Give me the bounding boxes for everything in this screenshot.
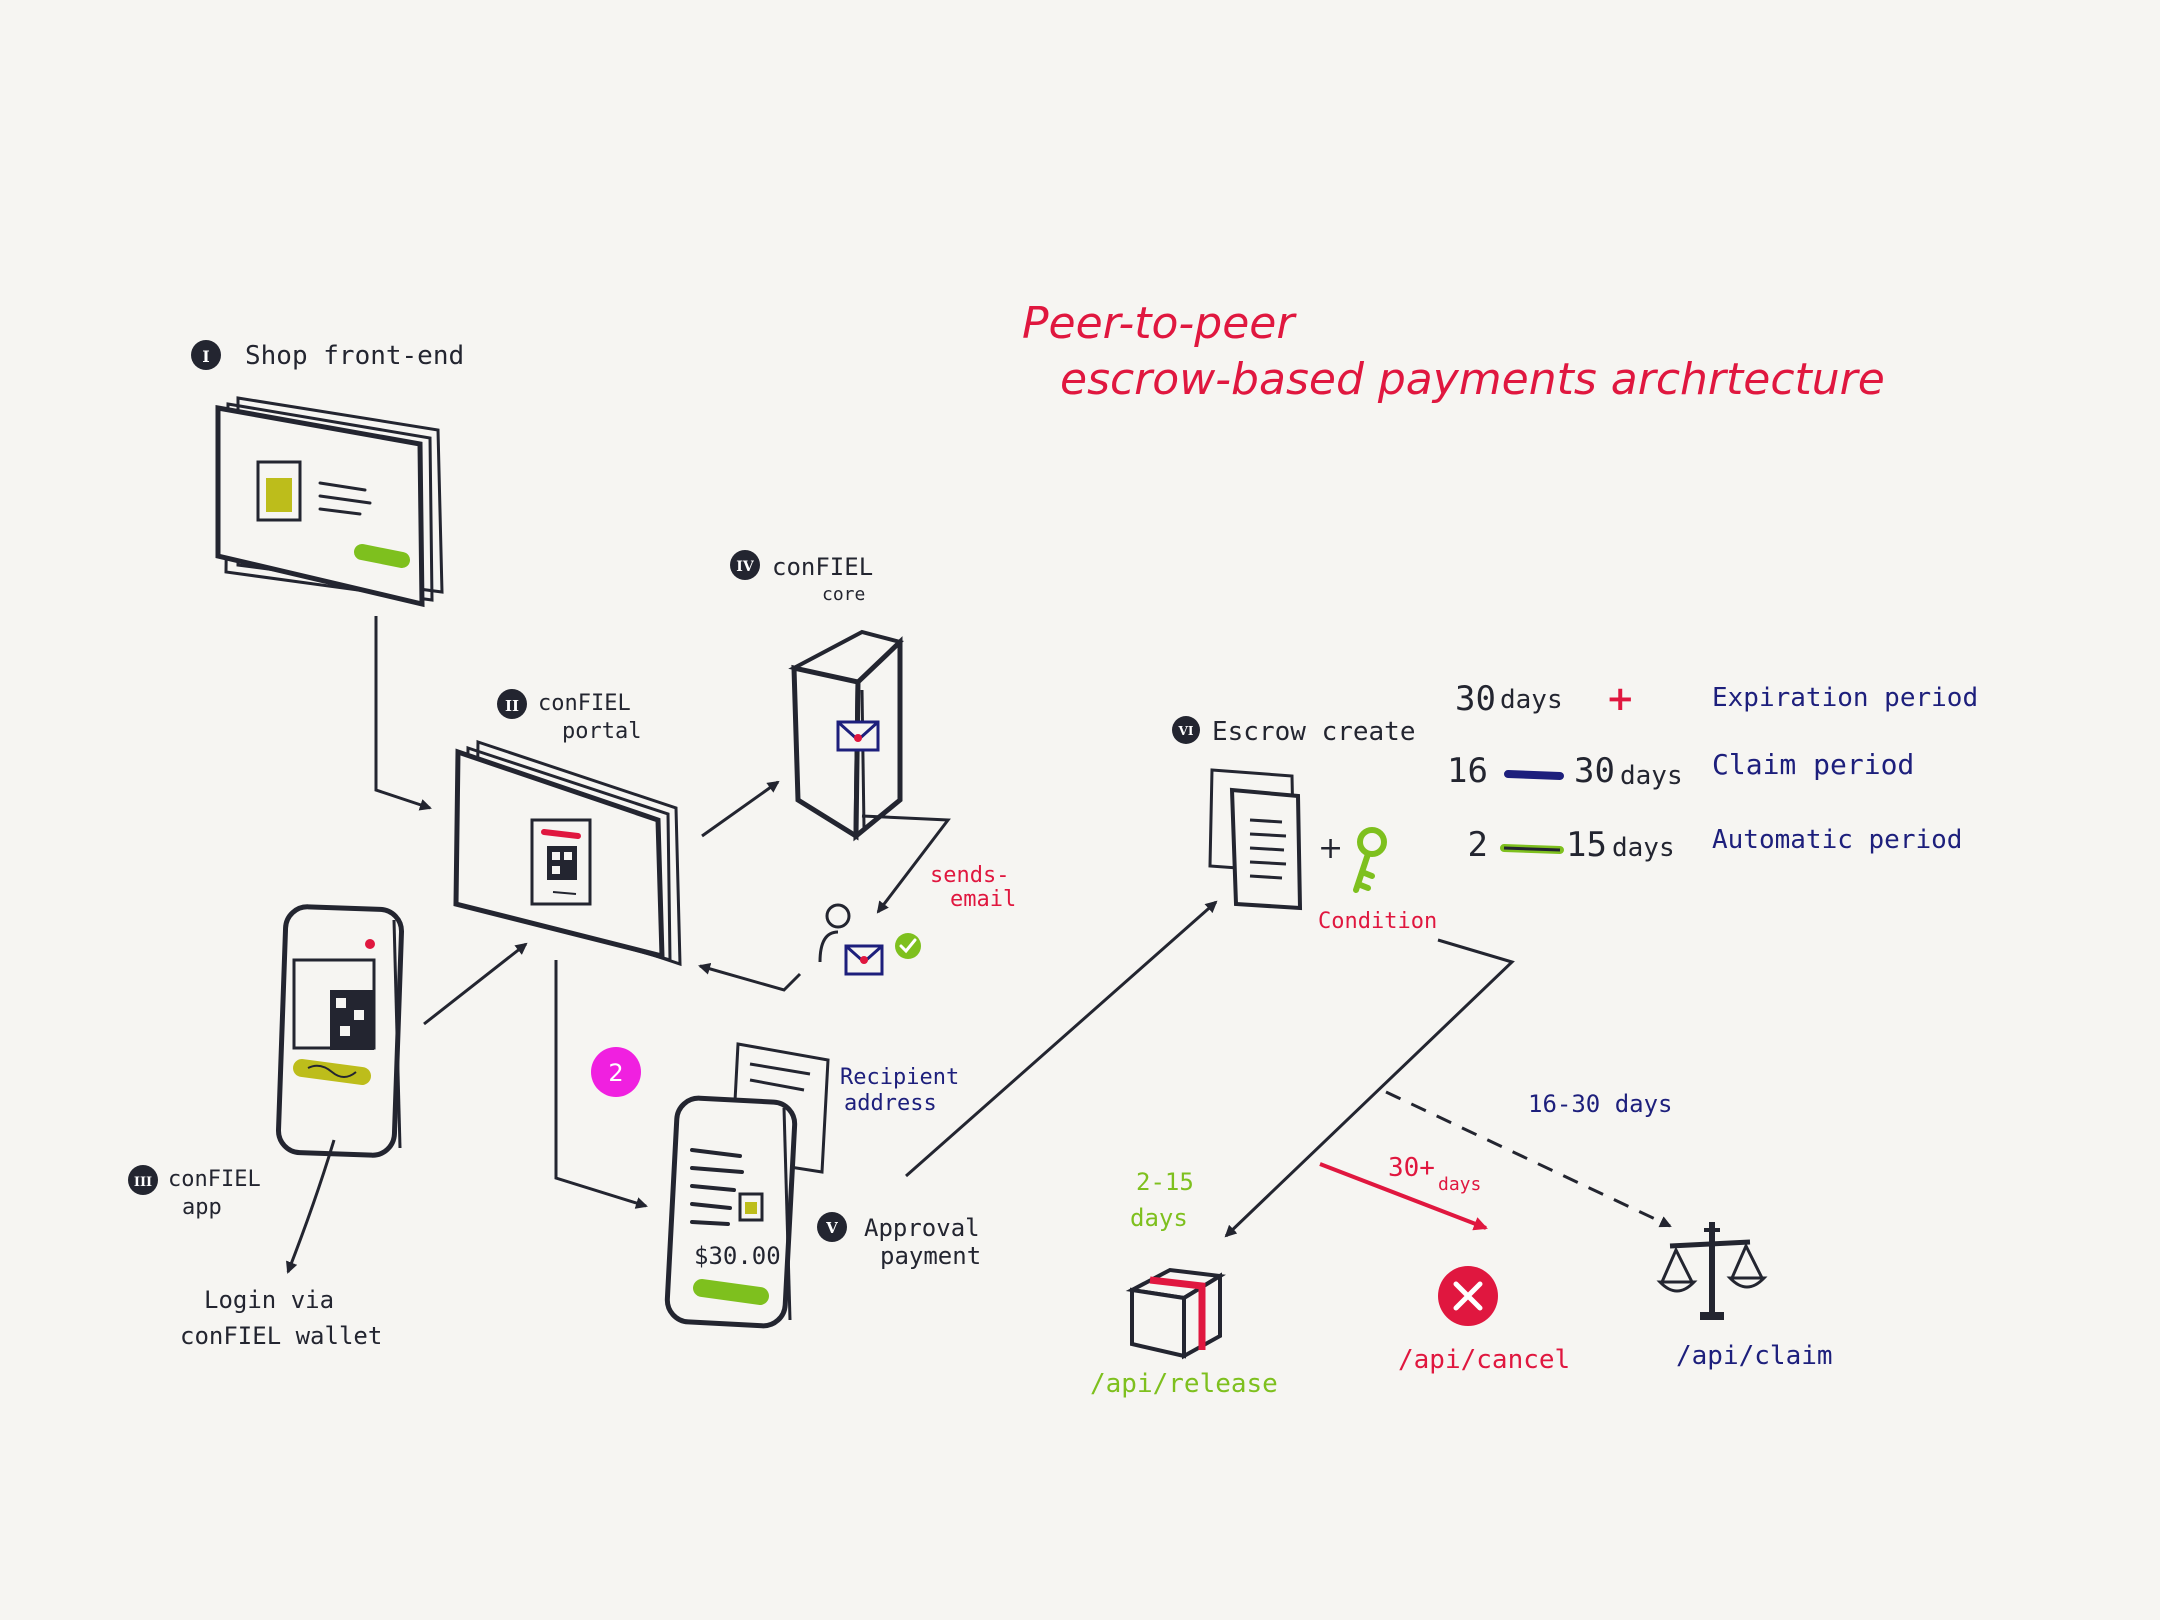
login-note-line-1: Login via (204, 1286, 334, 1314)
arrow-payment-to-escrow (905, 900, 1218, 1178)
legend-automatic-label: Automatic period (1712, 825, 1962, 855)
legend-claim-from: 16 (1447, 751, 1488, 791)
payment-phone-icon: $30.00 (664, 1095, 798, 1329)
browser-window-icon (215, 396, 444, 608)
shop-frontend-label: Shop front-end (245, 341, 464, 371)
contract-document-icon (1208, 768, 1303, 911)
escrow-plus: + (1318, 831, 1343, 866)
numeral-badge-IV: IV (730, 550, 760, 580)
package-box-icon (1125, 1267, 1226, 1360)
legend-claim-unit: days (1620, 761, 1683, 791)
legend-claim-to: 30 (1574, 751, 1615, 791)
arrow-escrow-to-release (1224, 938, 1515, 1238)
arrow-to-cancel (1319, 1162, 1488, 1231)
recipient-label-line-2: address (844, 1091, 937, 1116)
numeral-badge-III: III (128, 1165, 158, 1195)
legend-row-claim: 16 30 days Claim period (1447, 748, 1914, 791)
sends-email-line-1: sends- (930, 863, 1009, 888)
envelope-icon-recipient (844, 944, 884, 976)
legend-expiration-unit: days (1500, 685, 1563, 715)
recipient-label-line-1: Recipient (840, 1065, 959, 1090)
mobile-app-icon (275, 904, 405, 1158)
svg-text:IV: IV (736, 559, 755, 575)
login-note-line-2: conFIEL wallet (180, 1322, 382, 1350)
arrow-core-to-recipient (861, 814, 951, 914)
release-endpoint: /api/release (1090, 1369, 1278, 1399)
cancel-endpoint: /api/cancel (1398, 1345, 1570, 1375)
escrow-create-label: Escrow create (1212, 717, 1416, 747)
connectors (286, 616, 1672, 1274)
numeral-badge-I: I (191, 340, 221, 370)
numeral-badge-V: V (817, 1212, 847, 1242)
approval-label-line-1: Approval (864, 1214, 980, 1242)
portal-label-line-1: conFIEL (538, 691, 631, 716)
legend-row-expiration: 30 days + Expiration period (1455, 679, 1978, 719)
condition-label: Condition (1318, 909, 1437, 934)
payment-amount: $30.00 (694, 1242, 781, 1270)
sends-email-line-2: email (950, 887, 1016, 912)
numeral-badge-VI: VI (1172, 716, 1200, 744)
step-badge: 2 (591, 1047, 641, 1097)
app-label-line-2: app (182, 1195, 222, 1220)
svg-text:VI: VI (1178, 724, 1194, 738)
cancel-range-main: 30+ (1388, 1153, 1435, 1183)
envelope-icon (836, 720, 880, 752)
legend-automatic-unit: days (1612, 833, 1675, 863)
cancel-range-sub: days (1438, 1174, 1481, 1195)
title-line-1: Peer-to-peer (1022, 298, 1297, 349)
svg-text:2: 2 (608, 1059, 623, 1087)
legend-automatic-to: 15 (1566, 825, 1607, 865)
legend-automatic-from: 2 (1468, 825, 1488, 865)
arrow-to-claim (1385, 1090, 1672, 1228)
release-range-line-1: 2-15 (1136, 1168, 1194, 1196)
legend-claim-label: Claim period (1712, 748, 1914, 781)
cancel-outcome: 30+ days /api/cancel (1388, 1153, 1570, 1375)
person-icon (818, 903, 851, 963)
legend-row-automatic: 2 15 days Automatic period (1468, 825, 1963, 865)
arrow-portal-to-payment (554, 960, 648, 1209)
legend-expiration-marker: + (1606, 679, 1635, 719)
core-label-line-1: conFIEL (772, 553, 873, 581)
legend-expiration-label: Expiration period (1712, 683, 1978, 713)
legend-claim-line (1504, 770, 1564, 780)
approval-label-line-2: payment (880, 1242, 981, 1270)
svg-text:I: I (202, 347, 209, 366)
legend-expiration-from: 30 (1455, 679, 1496, 719)
email-recipient-node: sends- email (818, 863, 1016, 976)
claim-range: 16-30 days (1528, 1090, 1673, 1118)
scales-of-justice-icon (1656, 1222, 1768, 1320)
key-icon (1353, 827, 1387, 893)
diagram-title: Peer-to-peer escrow-based payments archr… (1022, 298, 1885, 405)
svg-text:II: II (505, 697, 519, 715)
title-line-2: escrow-based payments archrtecture (1060, 354, 1885, 405)
core-label-line-2: core (822, 584, 865, 605)
claim-endpoint: /api/claim (1676, 1341, 1833, 1371)
check-icon (895, 933, 921, 959)
arrow-shop-to-portal (374, 616, 432, 811)
arrow-app-to-login (286, 1139, 336, 1274)
claim-outcome: 16-30 days /api/claim (1528, 1090, 1833, 1371)
shop-frontend-node: I Shop front-end (191, 340, 464, 608)
arrow-portal-to-core (701, 780, 780, 838)
core-node: IV conFIEL core (730, 550, 904, 842)
approval-payment-node: $30.00 V Approval payment (664, 1095, 981, 1329)
arrow-recipient-to-portal (698, 962, 802, 992)
period-legend: 30 days + Expiration period 16 30 days C… (1447, 679, 1978, 865)
app-label-line-1: conFIEL (168, 1167, 261, 1192)
portal-label-line-2: portal (562, 719, 641, 744)
release-outcome: 2-15 days /api/release (1090, 1168, 1278, 1399)
svg-text:III: III (134, 1175, 152, 1190)
release-range-line-2: days (1130, 1204, 1188, 1232)
arrow-app-to-portal (423, 942, 528, 1026)
cancel-x-icon (1438, 1266, 1498, 1326)
portal-node: II conFIEL portal (453, 689, 682, 967)
svg-text:V: V (825, 1219, 838, 1237)
escrow-create-node: VI Escrow create + Condition (1172, 716, 1437, 934)
portal-window-icon (453, 739, 682, 967)
numeral-badge-II: II (497, 689, 527, 719)
app-node: III conFIEL app Login via conFIEL wallet (128, 904, 405, 1350)
